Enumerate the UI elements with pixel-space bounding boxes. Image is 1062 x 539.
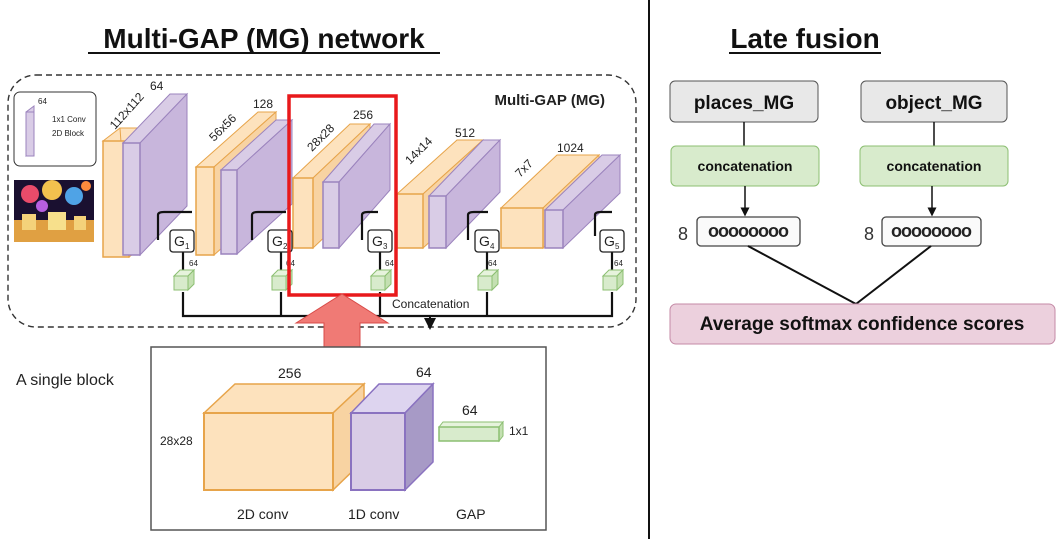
gap-5: 64 bbox=[601, 259, 625, 292]
svg-text:G: G bbox=[479, 233, 490, 249]
branch-places: places_MG concatenation 8 oooooooo bbox=[669, 80, 820, 247]
single-block-caption: A single block bbox=[16, 372, 115, 389]
places-mg-label: places_MG bbox=[694, 93, 794, 114]
input-image bbox=[14, 180, 94, 242]
legend-line1: 1x1 Conv bbox=[52, 115, 86, 124]
svg-text:64: 64 bbox=[189, 259, 198, 268]
block-label-gap: GAP bbox=[456, 506, 486, 522]
stage-5-conv bbox=[499, 153, 622, 250]
gate-4: G 4 bbox=[474, 229, 500, 253]
block-label-1d: 1D conv bbox=[348, 506, 399, 522]
legend-channels: 64 bbox=[38, 97, 47, 106]
block-2d-conv bbox=[202, 382, 366, 492]
places-vector-dim: 8 bbox=[678, 224, 688, 244]
gap-1: 64 bbox=[172, 259, 198, 292]
gap-3: 64 bbox=[369, 259, 394, 292]
svg-text:1: 1 bbox=[185, 242, 190, 251]
object-mg-label: object_MG bbox=[885, 93, 982, 114]
object-vector: oooooooo bbox=[891, 221, 972, 241]
stage-4-channels: 512 bbox=[455, 126, 475, 140]
gate-3: G 3 bbox=[367, 229, 393, 253]
stage-2-conv bbox=[194, 110, 294, 257]
svg-text:G: G bbox=[272, 233, 283, 249]
gap-2: 64 bbox=[270, 259, 295, 292]
block-1d-conv bbox=[349, 382, 435, 492]
legend-line2: 2D Block bbox=[52, 129, 85, 138]
svg-text:64: 64 bbox=[385, 259, 394, 268]
gate-1: G 1 bbox=[169, 229, 195, 253]
block-gap-size: 1x1 bbox=[509, 424, 529, 438]
object-concat-box bbox=[859, 145, 1009, 187]
block-1d-channels: 64 bbox=[416, 364, 432, 380]
stage-1-channels: 64 bbox=[150, 79, 164, 93]
stage-5-size: 7x7 bbox=[512, 156, 536, 180]
svg-text:64: 64 bbox=[614, 259, 623, 268]
block-gap-channels: 64 bbox=[462, 402, 478, 418]
svg-text:G: G bbox=[174, 233, 185, 249]
right-panel-title: Late fusion bbox=[730, 23, 879, 54]
output-box bbox=[669, 303, 1056, 345]
svg-text:5: 5 bbox=[615, 242, 620, 251]
places-concat-label: concatenation bbox=[698, 158, 793, 174]
svg-text:3: 3 bbox=[383, 242, 388, 251]
highlight-arrow bbox=[294, 293, 390, 348]
gate-5: G 5 bbox=[599, 229, 625, 253]
stage-5-channels: 1024 bbox=[557, 141, 584, 155]
gate-2: G 2 bbox=[267, 229, 293, 253]
stage-4-conv bbox=[395, 138, 502, 250]
svg-text:4: 4 bbox=[490, 242, 495, 251]
stage-4-size: 14x14 bbox=[402, 134, 435, 167]
svg-text:2: 2 bbox=[283, 242, 288, 251]
svg-text:64: 64 bbox=[488, 259, 497, 268]
block-2d-size: 28x28 bbox=[160, 434, 193, 448]
block-2d-channels: 256 bbox=[278, 365, 302, 381]
network-dashed-frame bbox=[7, 74, 637, 328]
stage-3-channels: 256 bbox=[353, 108, 373, 122]
object-vector-dim: 8 bbox=[864, 224, 874, 244]
network-label: Multi-GAP (MG) bbox=[494, 92, 605, 109]
svg-text:G: G bbox=[604, 233, 615, 249]
object-concat-label: concatenation bbox=[887, 158, 982, 174]
left-panel-title: Multi-GAP (MG) network bbox=[103, 23, 425, 54]
object-vector-box bbox=[881, 216, 982, 247]
output-label: Average softmax confidence scores bbox=[700, 314, 1025, 335]
branch-object: object_MG concatenation 8 oooooooo bbox=[859, 80, 1009, 247]
fusion-line-left bbox=[747, 245, 857, 305]
concat-label: Concatenation bbox=[392, 297, 469, 311]
svg-text:G: G bbox=[372, 233, 383, 249]
block-gap bbox=[437, 420, 505, 443]
connector-lines bbox=[156, 210, 614, 318]
places-vector: oooooooo bbox=[708, 221, 789, 241]
block-label-2d: 2D conv bbox=[237, 506, 288, 522]
gap-4: 64 bbox=[476, 259, 500, 292]
legend: 64 1x1 Conv 2D Block bbox=[13, 91, 97, 167]
stage-2-channels: 128 bbox=[253, 97, 273, 111]
fusion-line-right bbox=[855, 245, 932, 305]
stage-3-conv bbox=[291, 122, 392, 250]
stage-1-conv bbox=[101, 92, 189, 258]
